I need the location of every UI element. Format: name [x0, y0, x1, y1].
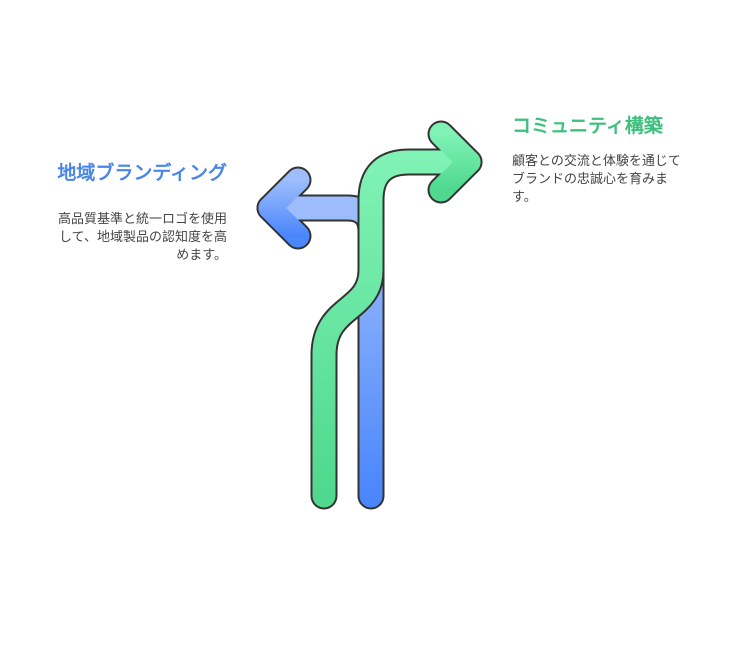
left-option-description: 高品質基準と統一ロゴを使用して、地域製品の認知度を高めます。 [57, 212, 227, 263]
right-arrow [310, 120, 483, 510]
right-option-description: 顧客との交流と体験を通じてブランドの忠誠心を育みます。 [512, 154, 681, 205]
right-option-title: コミュニティ構築 [512, 115, 663, 137]
left-option-title: 地域ブランディング [57, 162, 227, 184]
